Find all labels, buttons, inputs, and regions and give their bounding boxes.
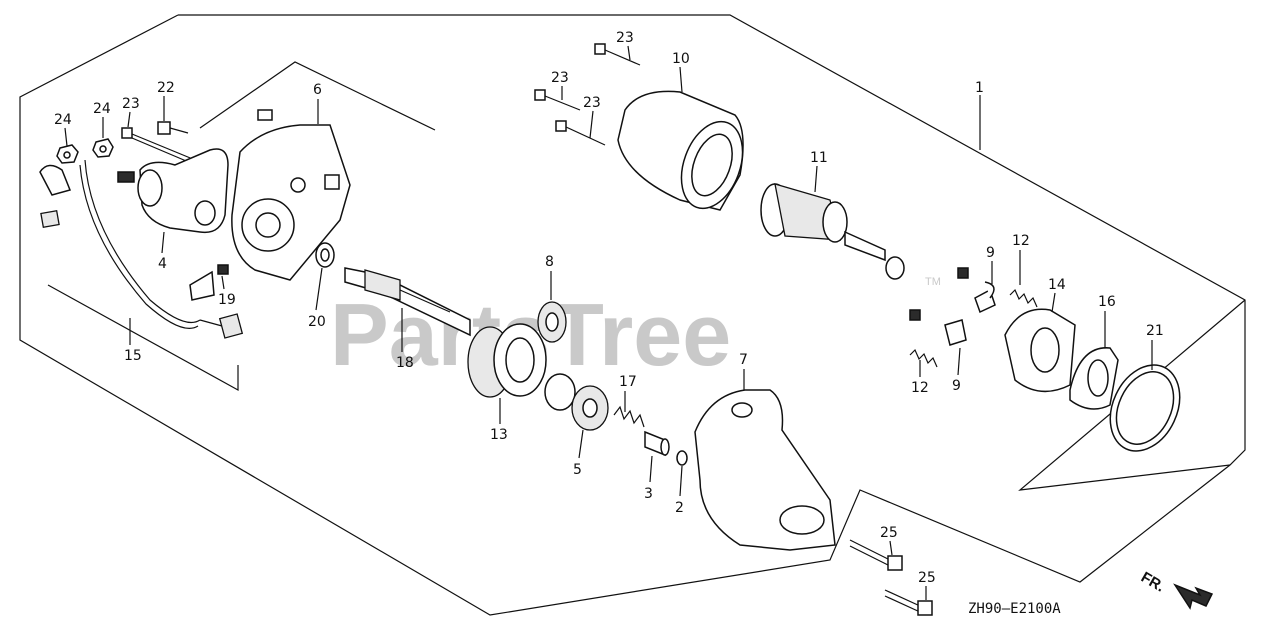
callout-11: 11 bbox=[810, 150, 828, 166]
brush-holder-14 bbox=[1004, 308, 1076, 393]
leader-lines bbox=[64, 45, 1153, 600]
gasket-21 bbox=[1109, 364, 1181, 452]
brush-9-upper bbox=[957, 267, 996, 314]
front-arrow-icon bbox=[1173, 583, 1214, 610]
gear-8 bbox=[537, 301, 567, 343]
pinion-5 bbox=[544, 373, 609, 431]
bolt-25-lower bbox=[884, 589, 933, 616]
bolt-22 bbox=[157, 121, 189, 135]
washer-20 bbox=[315, 242, 335, 268]
callout-15: 15 bbox=[124, 348, 142, 364]
callout-1: 1 bbox=[975, 80, 984, 96]
callout-13: 13 bbox=[490, 427, 508, 443]
bolt-23-middle bbox=[534, 89, 581, 111]
callout-3: 3 bbox=[644, 486, 653, 502]
watermark-tm: TM bbox=[925, 276, 941, 288]
callout-9-upper: 9 bbox=[986, 245, 995, 261]
callout-14: 14 bbox=[1048, 277, 1066, 293]
front-label: FR. bbox=[1138, 569, 1167, 596]
collar-3 bbox=[644, 430, 670, 457]
end-cover-6 bbox=[231, 109, 351, 281]
assembly-outline bbox=[19, 14, 1246, 616]
diagram-code: ZH90—E2100A bbox=[968, 601, 1061, 617]
armature-11 bbox=[760, 183, 886, 262]
solenoid-4 bbox=[117, 148, 229, 234]
cable-15 bbox=[39, 159, 244, 339]
subassembly-outline-right bbox=[1018, 299, 1246, 491]
snap-ring bbox=[885, 256, 905, 280]
callout-17: 17 bbox=[619, 374, 637, 390]
callout-9-lower: 9 bbox=[952, 378, 961, 394]
callout-23-top: 23 bbox=[616, 30, 634, 46]
plate-16 bbox=[1069, 347, 1119, 410]
callout-5: 5 bbox=[573, 462, 582, 478]
callout-25-lower: 25 bbox=[918, 570, 936, 586]
callout-12-lower: 12 bbox=[911, 380, 929, 396]
nut-24-right bbox=[92, 138, 114, 158]
callout-18: 18 bbox=[396, 355, 414, 371]
subassembly-outline-bottom bbox=[47, 284, 239, 392]
callout-24-right: 24 bbox=[93, 101, 111, 117]
callout-20: 20 bbox=[308, 314, 326, 330]
bolt-23-lower bbox=[555, 120, 606, 146]
housing-7 bbox=[694, 389, 836, 551]
callout-24-left: 24 bbox=[54, 112, 72, 128]
callout-19: 19 bbox=[218, 292, 236, 308]
shaft-18 bbox=[344, 267, 471, 337]
callout-8: 8 bbox=[545, 254, 554, 270]
bolt-25-upper bbox=[849, 539, 903, 571]
spring-12-lower bbox=[909, 348, 938, 368]
nut-24-left bbox=[56, 144, 79, 164]
callout-12-upper: 12 bbox=[1012, 233, 1030, 249]
callout-25-upper: 25 bbox=[880, 525, 898, 541]
callout-21: 21 bbox=[1146, 323, 1164, 339]
brush-9-lower bbox=[909, 309, 967, 346]
spring-17 bbox=[613, 405, 645, 428]
gear-13 bbox=[467, 323, 547, 398]
subassembly-outline-left bbox=[199, 61, 436, 131]
ring-2 bbox=[676, 450, 688, 466]
callout-10: 10 bbox=[672, 51, 690, 67]
yoke-10 bbox=[617, 90, 744, 211]
callout-4: 4 bbox=[158, 256, 167, 272]
spring-12-upper bbox=[1009, 288, 1038, 308]
callout-2: 2 bbox=[675, 500, 684, 516]
screw-19 bbox=[189, 264, 229, 301]
callout-23-middle: 23 bbox=[551, 70, 569, 86]
callout-23-lower: 23 bbox=[583, 95, 601, 111]
callout-22: 22 bbox=[157, 80, 175, 96]
callout-16: 16 bbox=[1098, 294, 1116, 310]
bolt-23-top bbox=[594, 43, 641, 66]
callout-7: 7 bbox=[739, 352, 748, 368]
callout-6: 6 bbox=[313, 82, 322, 98]
callout-23-left: 23 bbox=[122, 96, 140, 112]
